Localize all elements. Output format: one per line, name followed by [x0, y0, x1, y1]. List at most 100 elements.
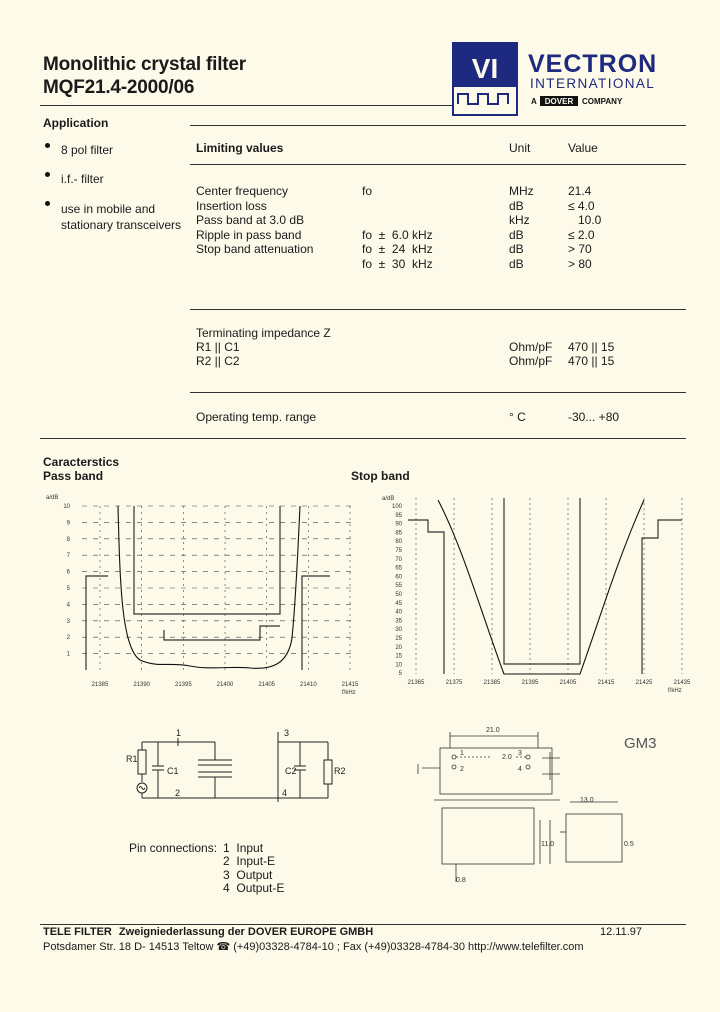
dim-top: 21.0: [486, 727, 500, 734]
temp-range-param: Operating temp. range: [196, 410, 317, 424]
vectron-logo: VI VECTRON INTERNATIONAL A DOVER COMPANY: [452, 42, 692, 118]
x-tick-label: 21395: [175, 682, 192, 688]
limits-unit: kHz: [509, 213, 530, 227]
footer-date: 12.11.97: [600, 926, 643, 938]
pin-item-4: 4 Output-E: [223, 881, 284, 895]
limits-unit: dB: [509, 227, 524, 242]
pin-3-label: 3: [284, 728, 289, 738]
y-tick-label: 10: [395, 662, 402, 668]
pkg-pin-3: 3: [518, 750, 522, 757]
limits-value: > 70: [568, 242, 592, 256]
limits-value: 10.0: [568, 213, 602, 227]
limits-value: 21.4: [568, 184, 592, 198]
pin-2-label: 2: [175, 788, 180, 798]
characteristics-heading: Caracterstics: [43, 455, 120, 469]
y-tick-label: 85: [395, 530, 402, 536]
application-item-4: stationary transceivers: [61, 218, 182, 232]
footer-company: TELE FILTER: [43, 926, 112, 938]
c1-label: C1: [167, 766, 179, 776]
bullet-icon: [45, 172, 50, 177]
package-drawing: 21.0 2.0 2 1 3 4 0.8 11.0 13.0 0.5 GM3: [400, 722, 690, 892]
logo-mark: VI: [472, 53, 498, 84]
logo-tag-dover: DOVER: [545, 97, 574, 106]
y-tick-label: 65: [395, 566, 402, 572]
footer-division: Zweigniederlassung der DOVER EUROPE GMBH: [118, 926, 374, 938]
table-rule-2: [190, 309, 686, 310]
y-tick-label: 90: [395, 522, 402, 528]
logo-tag-a: A: [531, 97, 537, 106]
x-tick-label: 21400: [217, 682, 234, 688]
x-tick-label: 21395: [522, 680, 539, 686]
r2-label: R2: [334, 766, 346, 776]
document-title: Monolithic crystal filter MQF21.4-2000/0…: [43, 53, 246, 99]
terminating-impedance-heading: Terminating impedance Z: [196, 326, 331, 340]
col-header-value: Value: [568, 141, 598, 155]
application-item-2: i.f.- filter: [61, 172, 104, 186]
title-line-1: Monolithic crystal filter: [43, 54, 246, 75]
x-unit-label: f/kHz: [342, 690, 356, 696]
y-tick-label: 1: [67, 652, 71, 658]
y-tick-label: 8: [67, 537, 71, 543]
limits-value: ≤ 4.0: [568, 198, 595, 213]
x-tick-label: 21415: [598, 680, 615, 686]
mask-left: [408, 519, 445, 674]
y-tick-label: 4: [67, 602, 71, 608]
y-tick-label: 5: [67, 586, 71, 592]
limits-unit: dB: [509, 198, 524, 213]
dim-inner: 2.0: [502, 754, 512, 761]
x-tick-label: 21425: [636, 680, 653, 686]
limits-condition: fo ± 24 kHz: [362, 242, 433, 256]
pin-name: Input-E: [236, 854, 276, 868]
col-header-limiting-values: Limiting values: [196, 141, 284, 155]
mask-right: [301, 575, 330, 670]
y-tick-label: 20: [395, 645, 402, 651]
footer-address: Potsdamer Str. 18 D- 14513 Teltow ☎ (+49…: [43, 941, 584, 953]
x-tick-label: 21435: [674, 680, 690, 686]
y-tick-label: 15: [395, 654, 402, 660]
y-tick-label: 5: [399, 671, 403, 677]
pin-1-label: 1: [176, 728, 181, 738]
pkg-pin-2: 2: [460, 766, 464, 773]
stop-band-label: Stop band: [351, 469, 410, 483]
application-item-3: use in mobile and: [61, 202, 156, 216]
pin-num: 1: [223, 841, 230, 855]
pin-4-label: 4: [282, 788, 287, 798]
limits-value: ≤ 2.0: [568, 227, 595, 242]
dim-gap: 0.5: [624, 841, 634, 848]
pin-name: Output: [236, 868, 273, 882]
y-tick-label: 25: [395, 636, 402, 642]
x-tick-label: 21410: [300, 682, 317, 688]
y-tick-label: 3: [67, 619, 71, 625]
mask-ripple: [163, 625, 280, 641]
y-tick-label: 95: [395, 513, 402, 519]
x-tick-label: 21365: [408, 680, 425, 686]
x-tick-label: 21415: [342, 682, 359, 688]
mask-passband: [133, 506, 281, 615]
pin-num: 3: [223, 868, 230, 882]
pkg-pin-1: 1: [460, 750, 464, 757]
x-tick-label: 21405: [560, 680, 577, 686]
response-curve: [437, 499, 645, 675]
limits-condition: fo: [362, 184, 373, 198]
mask-right: [641, 519, 682, 674]
header-rule: [40, 105, 452, 106]
y-unit-label: a/dB: [46, 495, 58, 501]
y-tick-label: 40: [395, 610, 402, 616]
dim-right: 13.0: [580, 797, 594, 804]
term-row-2-value: 470 || 15: [568, 354, 615, 368]
x-tick-label: 21405: [258, 682, 275, 688]
mask-passband: [503, 498, 581, 665]
y-tick-label: 45: [395, 601, 402, 607]
logo-tag-company: COMPANY: [582, 97, 623, 106]
circuit-schematic: R1 C1 C2 R2 1 2 3 4: [120, 722, 360, 812]
dim-height: 11.0: [541, 841, 554, 848]
logo-sub: INTERNATIONAL: [530, 76, 655, 91]
pkg-pin-4: 4: [518, 766, 522, 773]
limits-condition: fo ± 30 kHz: [362, 256, 433, 271]
application-heading: Application: [43, 116, 109, 130]
section-rule: [40, 438, 686, 439]
pin-item-3: 3 Output: [223, 868, 272, 882]
term-row-2-unit: Ohm/pF: [509, 354, 553, 368]
limits-param: Center frequency: [196, 184, 289, 198]
